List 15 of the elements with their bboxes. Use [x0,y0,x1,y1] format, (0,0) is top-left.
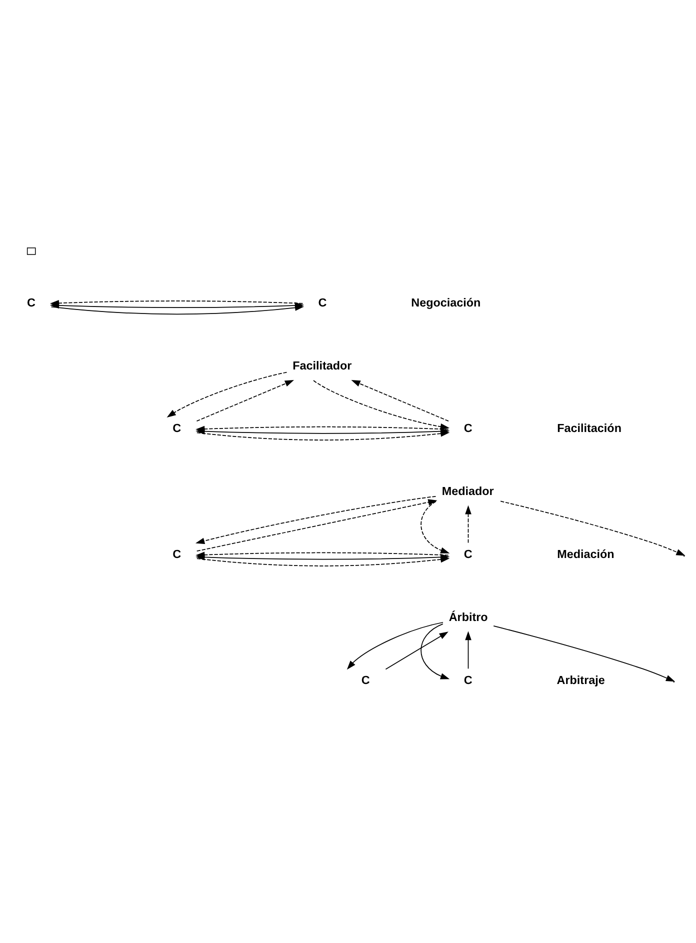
node-text: C [26,296,36,310]
label: Arbitraje [556,674,605,687]
node-text: Mediador [442,485,494,498]
node-text: C [318,296,327,310]
node-text: C [464,674,472,687]
label: Negociación [411,296,481,310]
label: Mediación [557,548,614,562]
node-text: C [464,548,472,562]
node-text: C [172,548,182,562]
node-text: C [361,674,370,687]
node-text: Facilitador [292,359,352,372]
node-text: Árbitro [448,611,488,624]
node-text: C [464,422,472,436]
label: Facilitación [557,422,622,436]
node-text: C [172,422,182,436]
